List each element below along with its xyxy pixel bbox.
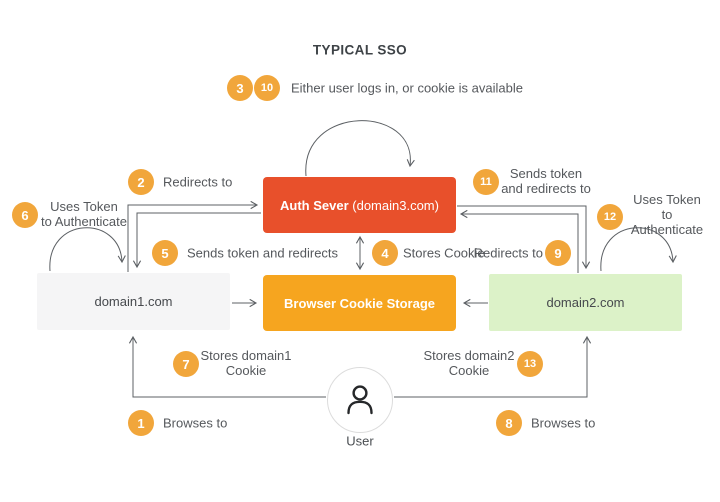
- domain2-label: domain2.com: [546, 295, 625, 310]
- auth-server-node: Auth Sever (domain3.com): [263, 177, 456, 233]
- step-badge-1: 1: [128, 410, 154, 436]
- step-label-5: Sends token and redirects: [187, 245, 339, 261]
- step-badge-8: 8: [496, 410, 522, 436]
- browser-cookie-storage-node: Browser Cookie Storage: [263, 275, 456, 331]
- user-icon: [347, 385, 373, 415]
- step-label-9: Redirects to: [473, 245, 543, 261]
- step-label-3-10: Either user logs in, or cookie is availa…: [291, 80, 523, 96]
- arrow-domain1-self-loop: [49, 227, 126, 272]
- step-label-8: Browses to: [531, 415, 596, 431]
- step-badge-9: 9: [545, 240, 571, 266]
- step-label-6: Uses Token to Authenticate: [40, 199, 128, 229]
- cookie-storage-label: Browser Cookie Storage: [284, 295, 435, 311]
- step-label-2: Redirects to: [163, 174, 233, 190]
- step-badge-4: 4: [372, 240, 398, 266]
- step-badge-10: 10: [254, 75, 280, 101]
- auth-server-label: Auth Sever (domain3.com): [280, 197, 439, 213]
- diagram-title: TYPICAL SSO: [312, 42, 408, 58]
- step-badge-6: 6: [12, 202, 38, 228]
- step-label-12: Uses Token to Authenticate: [630, 191, 704, 237]
- step-label-4: Stores Cookie: [403, 245, 485, 261]
- step-label-1: Browses to: [163, 415, 228, 431]
- step-label-7: Stores domain1 Cookie: [200, 348, 292, 378]
- user-label: User: [346, 433, 374, 449]
- domain2-node: domain2.com: [489, 274, 682, 331]
- domain1-label: domain1.com: [94, 294, 173, 309]
- step-badge-12: 12: [597, 204, 623, 230]
- step-badge-11: 11: [473, 169, 499, 195]
- step-badge-2: 2: [128, 169, 154, 195]
- domain1-node: domain1.com: [37, 273, 230, 330]
- step-badge-3: 3: [227, 75, 253, 101]
- arrow-redirects-to-auth: [127, 200, 259, 272]
- arrow-auth-self-loop: [305, 120, 415, 177]
- step-label-11: Sends token and redirects to: [501, 166, 591, 196]
- step-badge-13: 13: [517, 351, 543, 377]
- user-node: [327, 367, 393, 433]
- step-label-13: Stores domain2 Cookie: [423, 348, 515, 378]
- step-badge-7: 7: [173, 351, 199, 377]
- step-badge-5: 5: [152, 240, 178, 266]
